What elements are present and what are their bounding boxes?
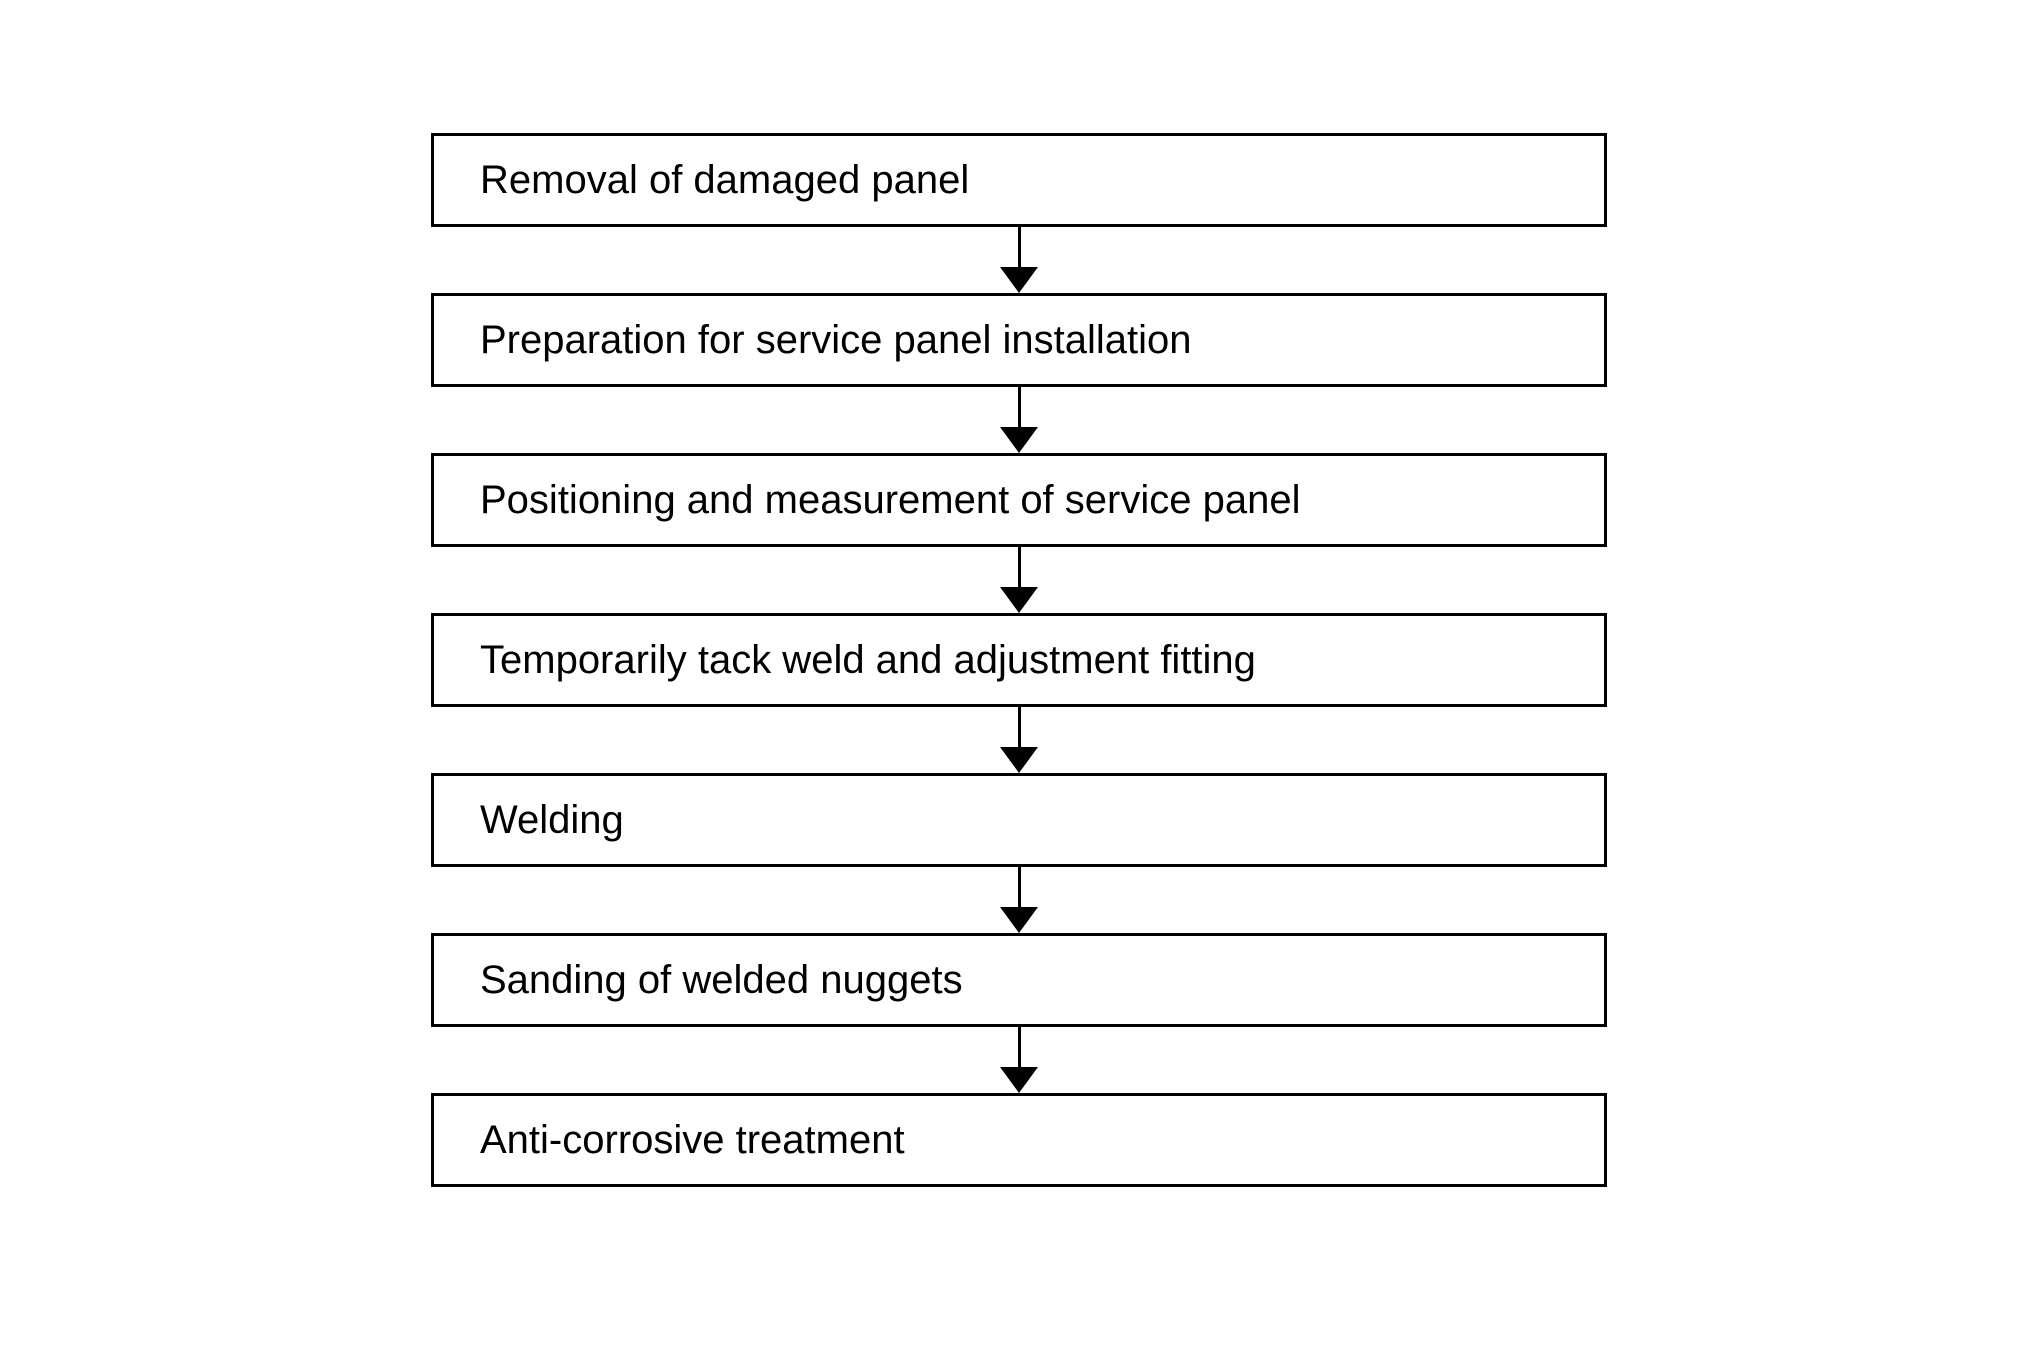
arrow-stem: [1017, 227, 1021, 267]
arrow-head: [1000, 587, 1038, 613]
arrow-down-icon: [431, 387, 1607, 453]
flow-step-box: Welding: [431, 773, 1607, 867]
flow-step-label: Positioning and measurement of service p…: [480, 478, 1301, 522]
flow-step-label: Welding: [480, 798, 624, 842]
arrow-head: [1000, 427, 1038, 453]
arrow-head: [1000, 907, 1038, 933]
flowchart: Removal of damaged panel Preparation for…: [431, 133, 1607, 1187]
arrow-down-icon: [431, 547, 1607, 613]
arrow-down-icon: [431, 867, 1607, 933]
flow-step-label: Temporarily tack weld and adjustment fit…: [480, 638, 1256, 682]
flow-step-box: Positioning and measurement of service p…: [431, 453, 1607, 547]
arrow-stem: [1017, 547, 1021, 587]
arrow-down-icon: [431, 227, 1607, 293]
flow-step-label: Preparation for service panel installati…: [480, 318, 1192, 362]
arrow-stem: [1017, 867, 1021, 907]
flow-step-label: Anti-corrosive treatment: [480, 1118, 905, 1162]
arrow-head: [1000, 1067, 1038, 1093]
arrow-stem: [1017, 387, 1021, 427]
arrow-stem: [1017, 1027, 1021, 1067]
arrow-down-icon: [431, 1027, 1607, 1093]
flow-step-box: Temporarily tack weld and adjustment fit…: [431, 613, 1607, 707]
flow-step-box: Preparation for service panel installati…: [431, 293, 1607, 387]
arrow-head: [1000, 267, 1038, 293]
flow-step-label: Sanding of welded nuggets: [480, 958, 963, 1002]
flow-step-label: Removal of damaged panel: [480, 158, 970, 202]
arrow-stem: [1017, 707, 1021, 747]
flow-step-box: Anti-corrosive treatment: [431, 1093, 1607, 1187]
arrow-head: [1000, 747, 1038, 773]
arrow-down-icon: [431, 707, 1607, 773]
flow-step-box: Removal of damaged panel: [431, 133, 1607, 227]
flow-step-box: Sanding of welded nuggets: [431, 933, 1607, 1027]
